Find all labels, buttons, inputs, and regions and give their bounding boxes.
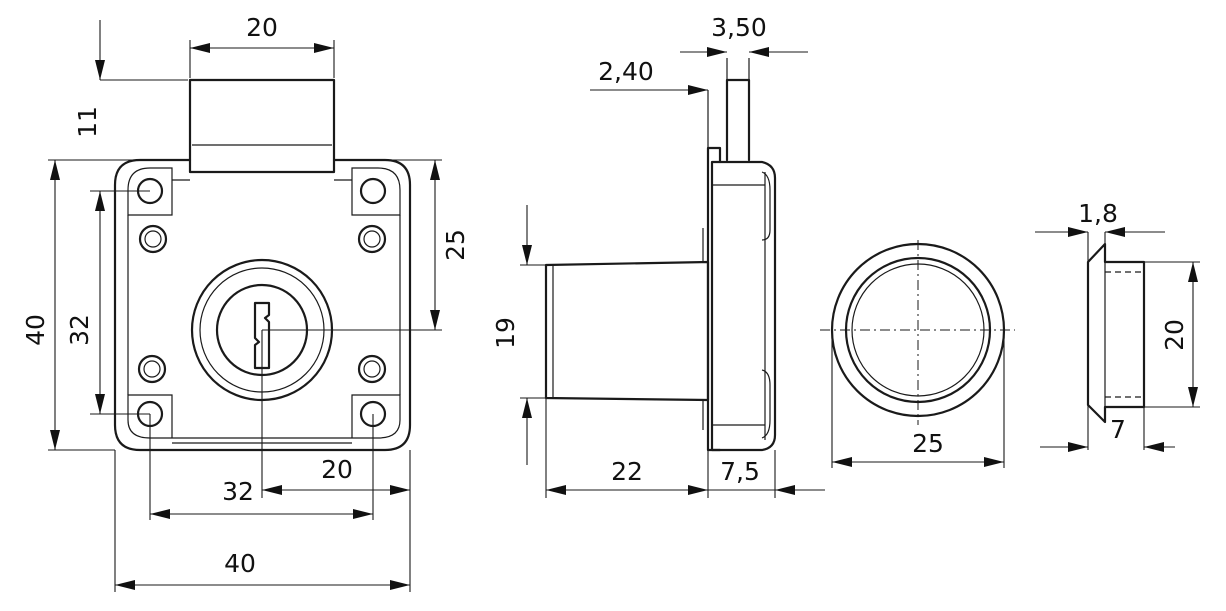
dim-label-hole-spacing-h: 32 [222,477,254,506]
dim-label-key-offset: 20 [321,455,353,484]
bolt-tab-outline [188,78,336,162]
rosette-front-view: 25 [820,240,1015,468]
dim-label-rosette-depth: 7 [1110,415,1126,444]
plate-strip-side [706,146,722,452]
bolt-side [725,78,751,162]
dim-label-tab-height: 11 [73,106,102,138]
dim-label-rosette-inner: 20 [1160,319,1189,351]
cylinder-side [544,260,710,402]
dim-label-plate-offset: 2,40 [598,57,654,86]
dim-label-key-to-top: 25 [441,229,470,261]
dim-label-cylinder-diameter: 19 [491,317,520,349]
countersunk-hole-tl [138,224,168,254]
dim-label-cylinder-length: 22 [611,457,643,486]
countersunk-hole-br [357,354,387,384]
dim-label-width-top: 20 [246,13,278,42]
dim-label-width-overall: 40 [224,549,256,578]
dim-label-height-overall: 40 [21,314,50,346]
plate-side [710,160,777,452]
dim-label-rosette-flange: 1,8 [1078,199,1118,228]
plate-inner-frame [127,167,173,216]
rosette-side-view: 1,8 20 7 [1035,199,1200,452]
plate-outline [113,158,412,452]
dim-label-plate-depth: 7,5 [720,457,760,486]
plate-inner-bottom [127,394,401,439]
dim-label-hole-spacing-v: 32 [65,314,94,346]
dim-label-rosette-diameter: 25 [912,429,944,458]
plate-inner-frame-right [351,167,401,216]
countersunk-hole-bl [137,354,167,384]
countersunk-hole-tr [357,224,387,254]
keyhole-icon [253,301,271,370]
plate-inner-body [127,179,401,395]
mounting-hole-tr [359,177,387,205]
dim-label-bolt-thickness: 3,50 [711,13,767,42]
side-view: 3,50 2,40 19 22 7,5 [491,13,825,498]
front-view: 20 11 40 32 25 20 32 40 [21,13,470,592]
rosette-side-body [1086,242,1146,424]
